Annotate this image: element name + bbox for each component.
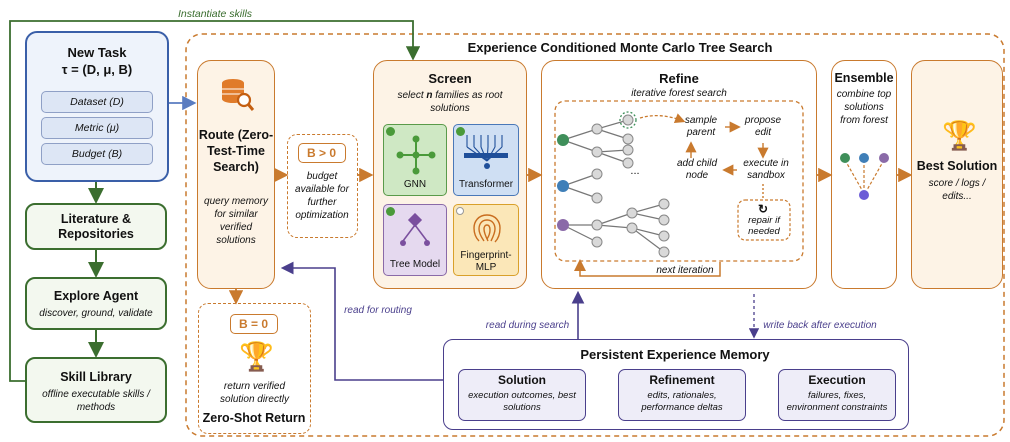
skill-library-box: Skill Library offline executable skills … — [25, 357, 167, 423]
budget-positive-desc: budget available for further optimizatio… — [295, 171, 349, 221]
budget-zero-box: B = 0 🏆 return verified solution directl… — [198, 303, 311, 434]
next-iteration-label: next iteration — [656, 265, 714, 276]
task-item-budget: Budget (B) — [41, 143, 153, 165]
skill-title: Skill Library — [60, 370, 132, 384]
screen-sub: select n families as root solutions — [397, 90, 503, 114]
budget-zero-label: B = 0 — [238, 317, 268, 331]
explore-title: Explore Agent — [53, 289, 139, 303]
step-sample-parent: sample parent — [684, 115, 718, 138]
outer-title: Experience Conditioned Monte Carlo Tree … — [467, 40, 773, 55]
memory-card-sub: execution outcomes, best solutions — [468, 390, 576, 413]
read-during-search-label: read during search — [485, 320, 570, 331]
ensemble-sub: combine top solutions from forest — [836, 89, 892, 126]
step-execute-sandbox: execute in sandbox — [743, 158, 789, 181]
best-solution-sub: score / logs / edits... — [928, 178, 986, 202]
family-fingerprint-mlp: Fingerprint-MLP — [453, 204, 519, 276]
explore-agent-box: Explore Agent discover, ground, validate — [25, 277, 167, 330]
memory-card-title: Execution — [808, 373, 866, 387]
memory-card-title: Refinement — [649, 373, 715, 387]
memory-card-refinement: Refinement edits, rationales, performanc… — [618, 369, 746, 421]
step-repair: repair if needed — [748, 215, 780, 237]
instantiate-arrow — [9, 20, 421, 382]
family-gnn: GNN — [383, 124, 447, 196]
literature-title: Literature & Repositories — [58, 212, 134, 241]
forest-ellipsis: ... — [630, 165, 640, 177]
family-label: GNN — [403, 179, 427, 190]
step-propose-edit: propose edit — [744, 115, 782, 138]
memory-card-solution: Solution execution outcomes, best soluti… — [458, 369, 586, 421]
best-solution-title: Best Solution — [916, 159, 998, 173]
ensemble-title: Ensemble — [834, 71, 894, 85]
budget-positive-box: B > 0 budget available for further optim… — [287, 134, 358, 238]
step-add-child-node: add child node — [676, 158, 718, 181]
memory-card-sub: edits, rationales, performance deltas — [641, 390, 723, 413]
family-tree-model: Tree Model — [383, 204, 447, 276]
new-task-title: New Task — [67, 45, 127, 60]
skill-sub: offline executable skills / methods — [42, 389, 150, 413]
family-label: Transformer — [458, 179, 514, 190]
new-task-box: New Task τ = (D, μ, B) Dataset (D) Metri… — [25, 31, 169, 182]
family-transformer: Transformer — [453, 124, 519, 196]
trophy-icon: 🏆 — [942, 120, 977, 151]
family-label: Fingerprint-MLP — [460, 250, 512, 273]
refine-box — [541, 60, 817, 289]
route-sub: query memory for similar verified soluti… — [204, 196, 268, 246]
family-label: Tree Model — [389, 259, 441, 270]
write-back-label: write back after execution — [763, 320, 877, 331]
budget-positive-label: B > 0 — [306, 146, 336, 160]
task-item-dataset: Dataset (D) — [41, 91, 153, 113]
memory-box: Persistent Experience Memory Solution ex… — [443, 339, 909, 430]
repair-icon: ↻ — [757, 202, 769, 216]
refine-title: Refine — [659, 71, 699, 86]
trophy-icon: 🏆 — [239, 341, 274, 372]
fingerprint-icon — [473, 214, 501, 243]
task-item-metric: Metric (μ) — [41, 117, 153, 139]
database-search-icon — [222, 79, 255, 111]
screen-title: Screen — [428, 71, 472, 86]
memory-card-sub: failures, fixes, environment constraints — [786, 390, 888, 413]
literature-box: Literature & Repositories — [25, 203, 167, 250]
explore-sub: discover, ground, validate — [39, 308, 153, 319]
route-box: Route (Zero-Test-Time Search) query memo… — [197, 60, 275, 289]
memory-title: Persistent Experience Memory — [580, 347, 770, 362]
ensemble-box — [831, 60, 897, 289]
screen-box: Screen select n families as root solutio… — [373, 60, 527, 289]
memory-card-title: Solution — [498, 373, 546, 387]
zero-shot-return-title: Zero-Shot Return — [202, 411, 306, 425]
memory-card-execution: Execution failures, fixes, environment c… — [778, 369, 896, 421]
route-title: Route (Zero-Test-Time Search) — [198, 128, 274, 174]
budget-zero-desc: return verified solution directly — [220, 381, 289, 405]
read-for-routing-label: read for routing — [344, 305, 412, 316]
refine-sub: iterative forest search — [631, 88, 727, 99]
best-solution-box: 🏆 Best Solution score / logs / edits... — [911, 60, 1003, 289]
instantiate-skills-label: Instantiate skills — [177, 8, 253, 20]
new-task-formula: τ = (D, μ, B) — [61, 62, 133, 77]
